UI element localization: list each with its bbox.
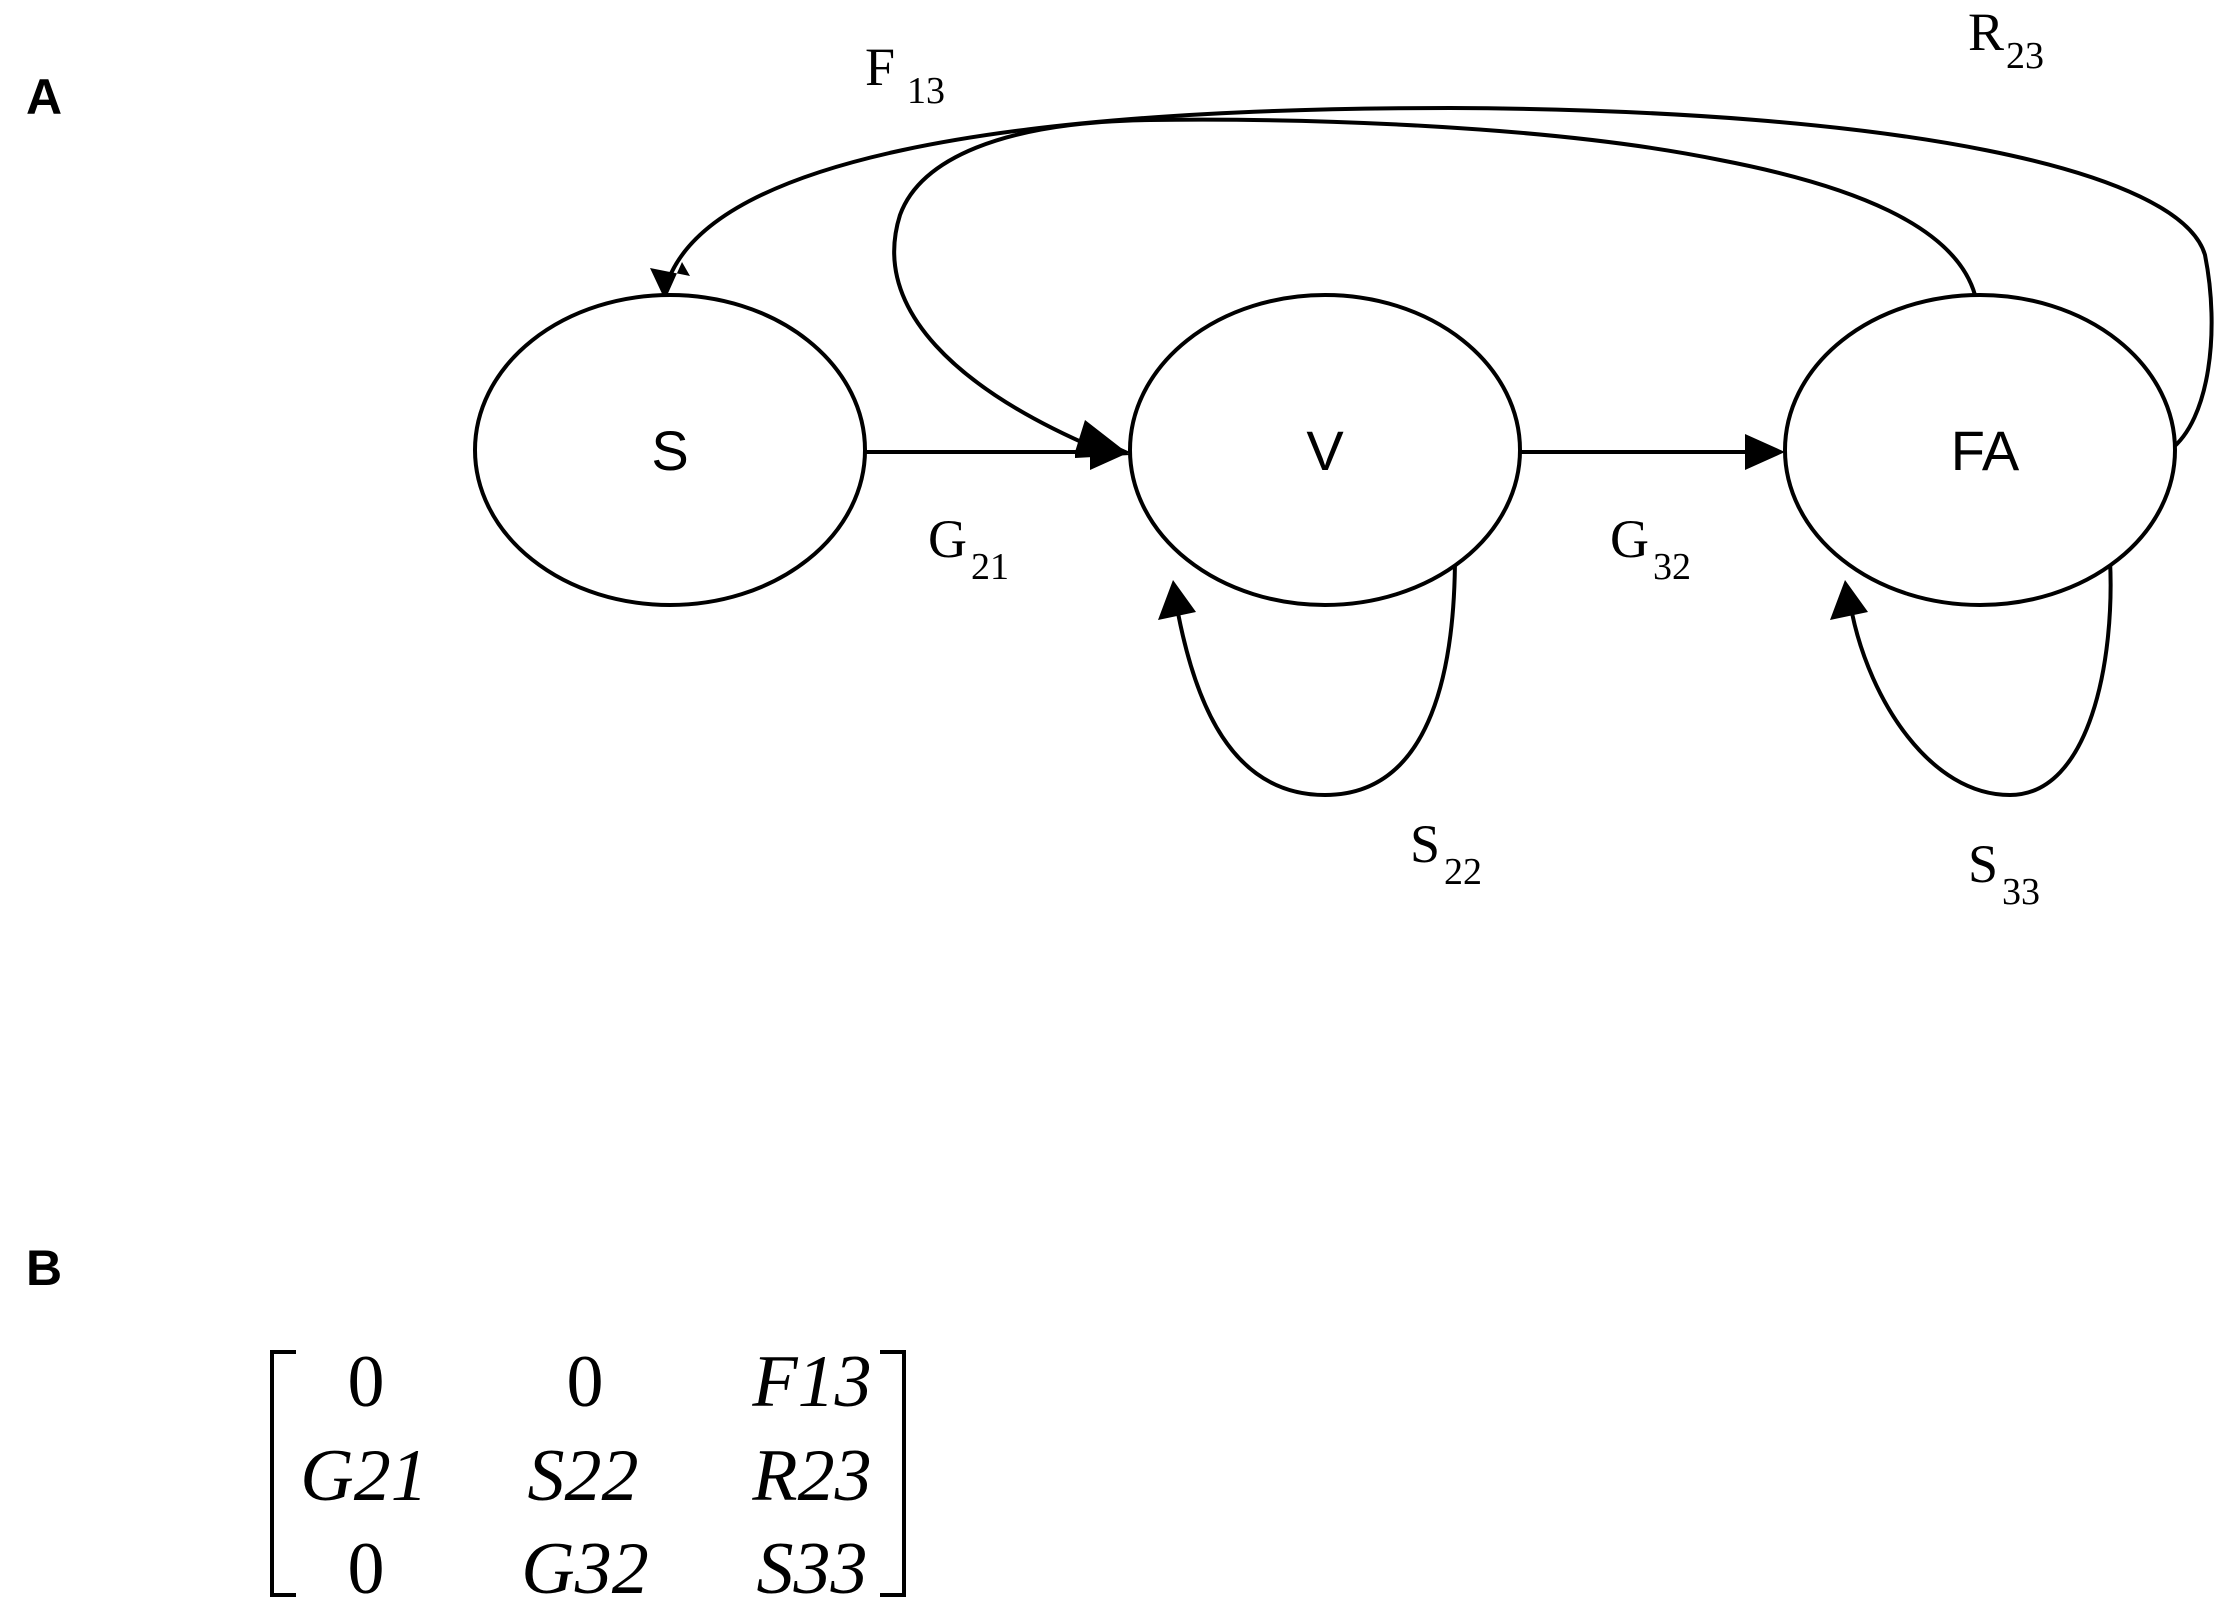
- node-fa-shape: [1783, 293, 2177, 607]
- label-g21-main: G: [928, 509, 967, 569]
- node-v: V: [1128, 293, 1522, 607]
- node-v-shape: [1128, 293, 1522, 607]
- node-s: S: [473, 293, 867, 607]
- matrix-cell-r1c1: 0: [348, 1341, 385, 1423]
- node-fa: FA: [1783, 293, 2177, 607]
- label-s22-sub: 22: [1444, 851, 1482, 893]
- matrix-cell-r3c2: G32: [521, 1528, 648, 1604]
- label-s22-main: S: [1410, 814, 1440, 874]
- arrowheads: [650, 262, 1868, 620]
- node-fa-label: FA: [1951, 419, 2020, 482]
- label-r23-main: R: [1968, 2, 2004, 62]
- panel-letter-a: A: [26, 69, 62, 125]
- arrowhead-g32: [1745, 434, 1785, 470]
- label-f13: F 13: [865, 37, 945, 112]
- arrowhead-s22: [1158, 580, 1196, 620]
- edge-f13: [663, 105, 2214, 452]
- arrowhead-s33: [1830, 580, 1868, 620]
- matrix-cell-r2c1: G21: [300, 1435, 427, 1517]
- edge-s33: [1850, 559, 2113, 798]
- matrix-left-bracket: [270, 1350, 296, 1597]
- label-g21-sub: 21: [971, 546, 1009, 588]
- matrix-cell-r1c2: 0: [567, 1341, 604, 1423]
- label-s33-main: S: [1968, 834, 1998, 894]
- label-g32-main: G: [1610, 509, 1649, 569]
- edges: [663, 105, 2214, 798]
- panel-letter-b: B: [26, 1240, 62, 1296]
- matrix-cell-r1c3: F13: [751, 1341, 871, 1423]
- label-r23: R23: [1968, 2, 2044, 77]
- node-s-shape: [473, 293, 867, 607]
- arrowhead-f13: [650, 262, 690, 300]
- edge-s22: [1176, 554, 1457, 798]
- label-f13-sub: 13: [907, 70, 945, 112]
- label-g32-sub: 32: [1653, 546, 1691, 588]
- edge-r23: [892, 117, 1977, 450]
- matrix-cell-r3c1: 0: [348, 1528, 385, 1604]
- matrix-cell-r2c2: S22: [528, 1435, 639, 1517]
- label-s33-sub: 33: [2002, 871, 2040, 913]
- matrix-cell-r3c3: S33: [757, 1528, 868, 1604]
- node-s-label: S: [651, 419, 688, 482]
- matrix: 0 0 F13 G21 S22 R23 0 G32 S33: [270, 1341, 906, 1604]
- arrowhead-g21: [1090, 434, 1130, 470]
- matrix-right-bracket: [880, 1350, 906, 1597]
- label-f13-main: F: [865, 37, 895, 97]
- node-v-label: V: [1306, 419, 1344, 482]
- label-r23-sub: 23: [2006, 35, 2044, 77]
- matrix-cell-r2c3: R23: [751, 1435, 871, 1517]
